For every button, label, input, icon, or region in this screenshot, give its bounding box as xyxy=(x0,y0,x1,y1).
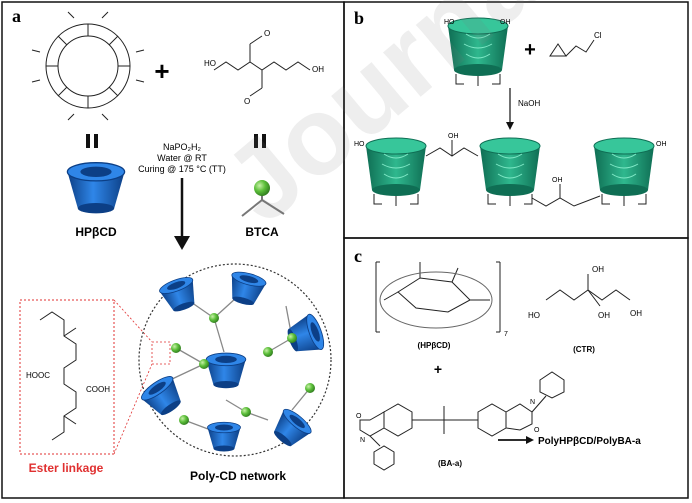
condition-line-2: Water @ RT xyxy=(157,153,207,163)
b-oh-label-3: OH xyxy=(552,177,563,184)
epichlorohydrin-structure xyxy=(549,39,595,57)
b-ho-label-1: HO xyxy=(444,19,455,26)
green-cd-product-3 xyxy=(593,137,655,207)
reaction-arrow-c xyxy=(498,436,534,444)
equivalence-sign-right xyxy=(254,134,266,148)
cyclodextrin-structure-a xyxy=(31,11,145,121)
condition-line-1: NaPO₂H₂ xyxy=(163,142,202,152)
green-cd-product-1 xyxy=(365,137,427,207)
b-ho-label-2: HO xyxy=(354,141,365,148)
network-cd-units xyxy=(138,268,328,453)
panel-c-frame xyxy=(343,237,689,499)
btca-o-label-1: O xyxy=(264,29,270,38)
ctr-oh-mid: OH xyxy=(598,311,610,320)
panel-c-letter: c xyxy=(354,246,362,266)
btca-oh-label: OH xyxy=(312,65,324,74)
baa-structure xyxy=(359,371,565,471)
btca-ho-label: HO xyxy=(204,59,216,68)
hpbcd-label: HPβCD xyxy=(75,225,117,239)
reaction-arrow-a xyxy=(174,178,190,250)
ester-structure xyxy=(39,311,77,441)
ctr-structure xyxy=(545,274,631,307)
reaction-arrow-b xyxy=(506,88,514,130)
baa-o-label-2: O xyxy=(534,427,540,434)
btca-label: BTCA xyxy=(245,225,279,239)
plus-sign-c: + xyxy=(434,361,442,377)
ctr-ho-left: HO xyxy=(528,311,540,320)
network-btca-nodes xyxy=(171,313,315,425)
product-label: PolyHPβCD/PolyBA-a xyxy=(538,436,641,447)
epichlorohydrin-cl-label: Cl xyxy=(594,31,602,40)
hpbcd-n7-label: 7 xyxy=(504,331,508,338)
b-oh-label-2: OH xyxy=(448,133,459,140)
equivalence-sign-left xyxy=(86,134,98,148)
ester-hooc-label: HOOC xyxy=(26,371,50,380)
baa-label: (BA-a) xyxy=(438,459,462,468)
ester-linkage-label: Ester linkage xyxy=(29,461,104,475)
panel-a-letter: a xyxy=(12,6,21,26)
green-cd-reactant xyxy=(447,17,509,87)
baa-n-label-1: N xyxy=(360,437,365,444)
plus-sign-b: + xyxy=(524,39,536,61)
hpbcd-c-label: (HPβCD) xyxy=(418,341,451,350)
btca-o-label-2: O xyxy=(244,97,250,106)
b-oh-label-1: OH xyxy=(500,19,511,26)
btca-node-icon xyxy=(241,180,285,217)
crosslink-bridges xyxy=(425,140,601,207)
hpbcd-cup-icon xyxy=(66,162,126,215)
poly-cd-network-label: Poly-CD network xyxy=(190,469,286,483)
baa-n-label-2: N xyxy=(530,399,535,406)
naoh-label: NaOH xyxy=(518,99,540,108)
green-cd-product-2 xyxy=(479,137,541,207)
baa-o-label-1: O xyxy=(356,413,362,420)
hpbcd-repeat-unit xyxy=(375,261,501,333)
plus-sign-a: + xyxy=(154,56,169,86)
ctr-label: (CTR) xyxy=(573,345,595,354)
panel-b-letter: b xyxy=(354,8,364,28)
zoom-lines xyxy=(113,299,171,455)
ctr-oh-top: OH xyxy=(592,265,604,274)
condition-line-3: Curing @ 175 °C (TT) xyxy=(138,164,226,174)
btca-structure xyxy=(213,35,311,97)
poly-cd-network-circle xyxy=(138,263,332,457)
ctr-oh-right: OH xyxy=(630,309,642,318)
ester-cooh-label: COOH xyxy=(86,385,110,394)
b-oh-label-4: OH xyxy=(656,141,667,148)
